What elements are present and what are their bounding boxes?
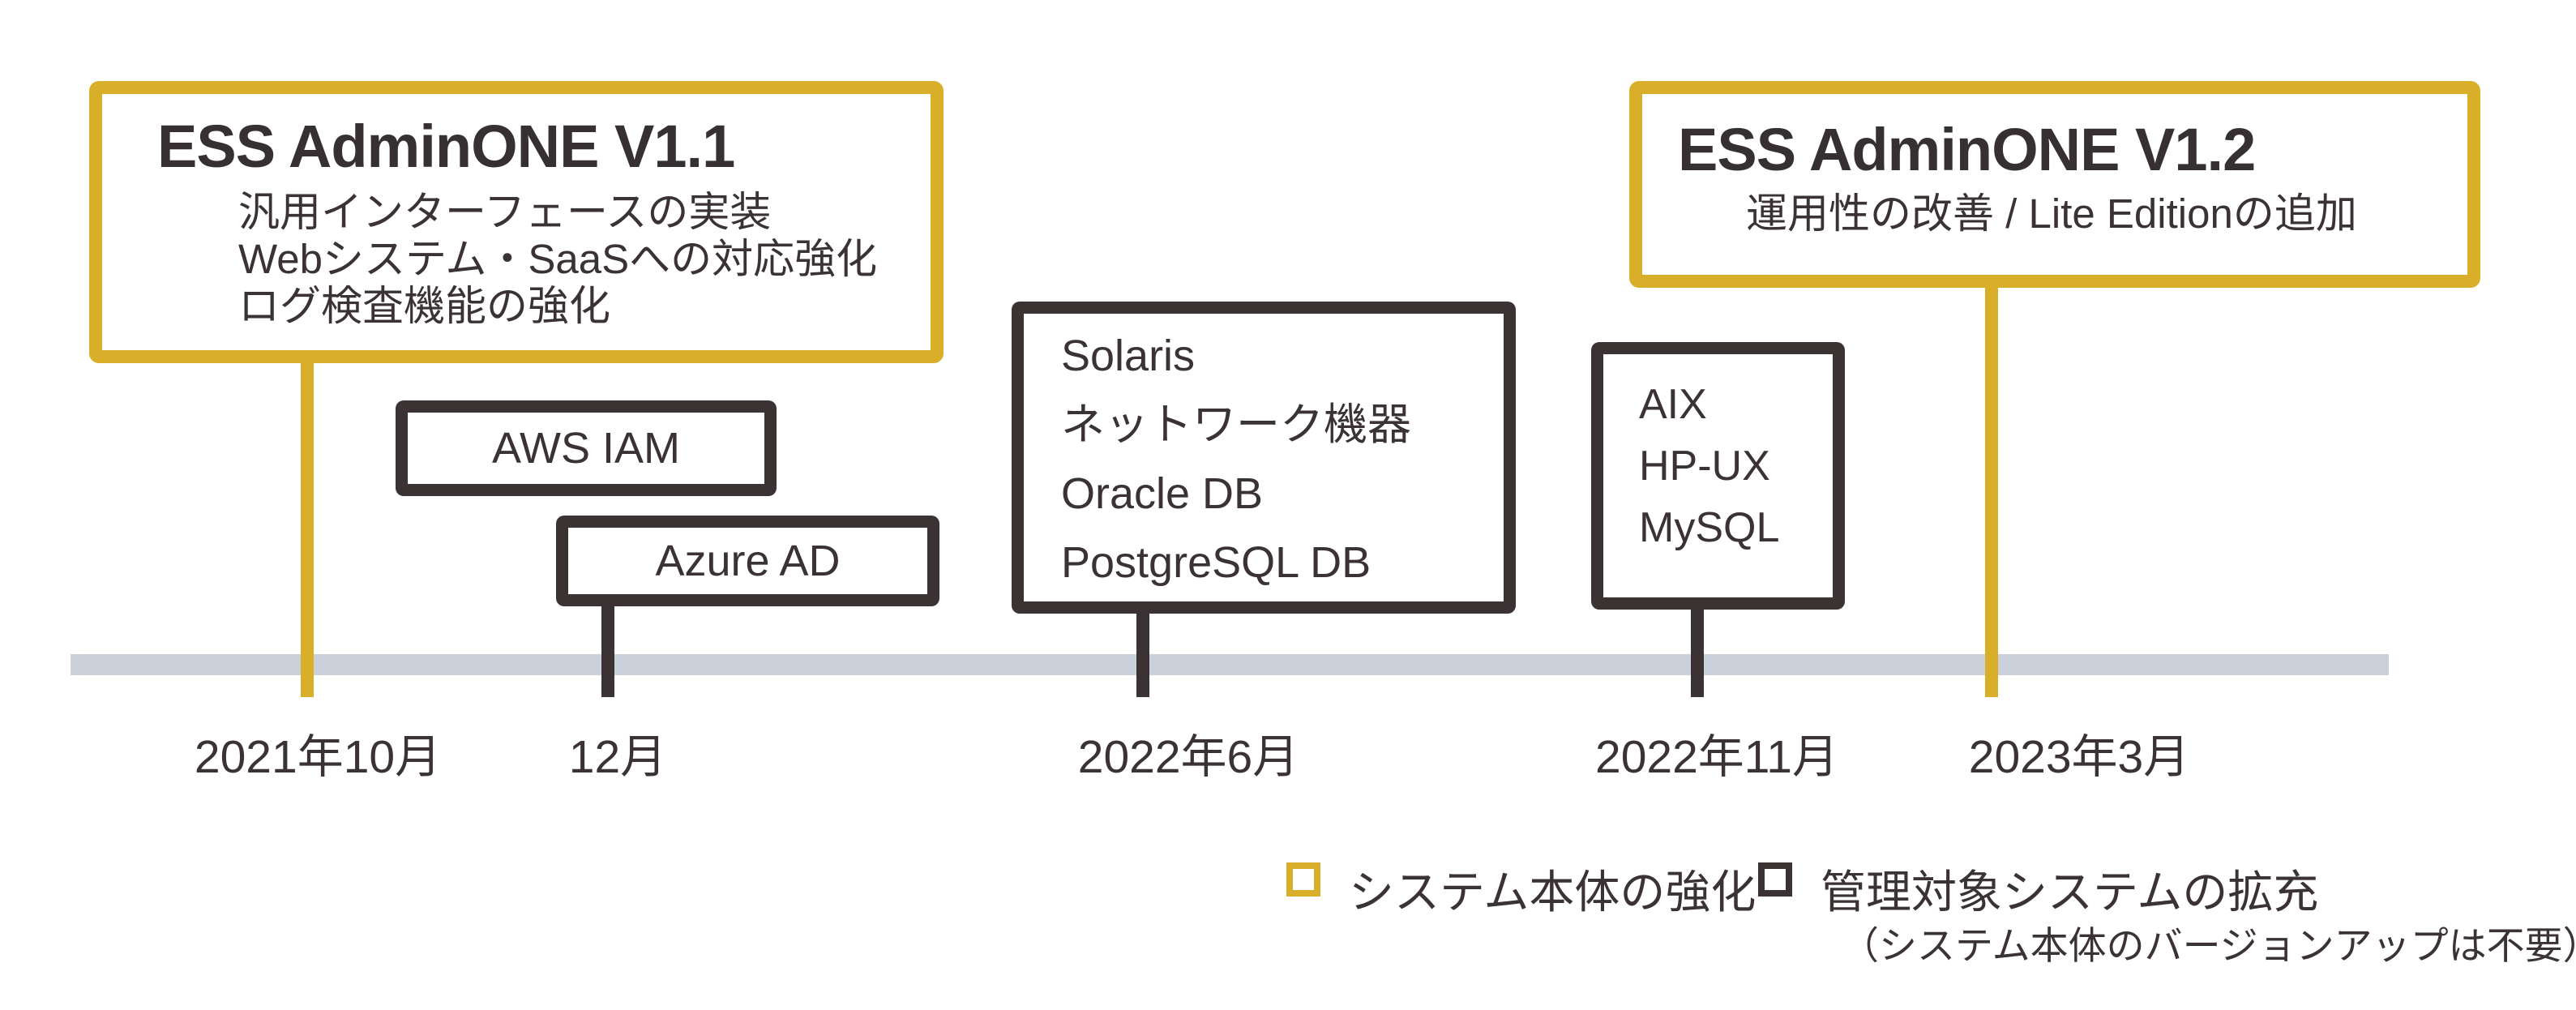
target-box-aix-group: AIX HP-UX MySQL <box>1591 342 1845 610</box>
target-label: HP-UX <box>1639 443 1770 490</box>
target-box-azure-ad: Azure AD <box>556 516 939 606</box>
timeline-track <box>71 654 2389 675</box>
target-label: Solaris <box>1061 332 1196 380</box>
target-box-aws-iam: AWS IAM <box>396 400 777 496</box>
date-label-2022-06: 2022年6月 <box>1077 731 1299 783</box>
legend-yellow-square-icon <box>1286 862 1320 897</box>
version-features-v1-2: 運用性の改善 / Lite Editionの追加 <box>1746 190 2467 238</box>
version-title-v1-2: ESS AdminONE V1.2 <box>1678 116 2256 183</box>
legend-note: （システム本体のバージョンアップは不要） <box>1841 924 2576 967</box>
date-label-2023-03: 2023年3月 <box>1968 731 2190 783</box>
feature-line: Webシステム・SaaSへの対応強化 <box>238 236 878 282</box>
connector-v1-1 <box>301 357 314 697</box>
connector-v1-2 <box>1985 282 1998 697</box>
date-label-2021-10: 2021年10月 <box>194 731 442 783</box>
legend-label-managed-systems: 管理対象システムの拡充 <box>1821 867 2319 918</box>
connector-aix-group <box>1691 603 1704 697</box>
version-box-v1-2: ESS AdminONE V1.2 運用性の改善 / Lite Editionの… <box>1629 81 2480 288</box>
version-title-v1-1: ESS AdminONE V1.1 <box>157 113 735 180</box>
legend-label-system-enhancement: システム本体の強化 <box>1349 867 1757 918</box>
date-label-2022-11: 2022年11月 <box>1595 731 1838 783</box>
target-label: MySQL <box>1639 504 1780 551</box>
version-box-v1-1: ESS AdminONE V1.1 汎用インターフェースの実装 Webシステム・… <box>89 81 944 363</box>
feature-line: 運用性の改善 / Lite Editionの追加 <box>1746 190 2357 237</box>
target-label: Oracle DB <box>1061 469 1264 518</box>
feature-line: ログ検査機能の強化 <box>238 283 611 329</box>
connector-solaris-group <box>1136 606 1149 697</box>
date-label-2021-12: 12月 <box>568 731 667 783</box>
target-box-solaris-group: Solaris ネットワーク機器 Oracle DB PostgreSQL DB <box>1012 302 1516 614</box>
target-label: PostgreSQL DB <box>1061 538 1371 587</box>
target-label: AIX <box>1639 381 1707 428</box>
version-features-v1-1: 汎用インターフェースの実装 Webシステム・SaaSへの対応強化 ログ検査機能の… <box>238 189 931 330</box>
target-label: ネットワーク機器 <box>1061 400 1411 449</box>
target-label: AWS IAM <box>491 424 680 473</box>
legend-dark-square-icon <box>1758 862 1792 897</box>
feature-line: 汎用インターフェースの実装 <box>238 189 772 235</box>
target-label: Azure AD <box>655 537 841 585</box>
connector-azure-ad <box>601 600 614 697</box>
